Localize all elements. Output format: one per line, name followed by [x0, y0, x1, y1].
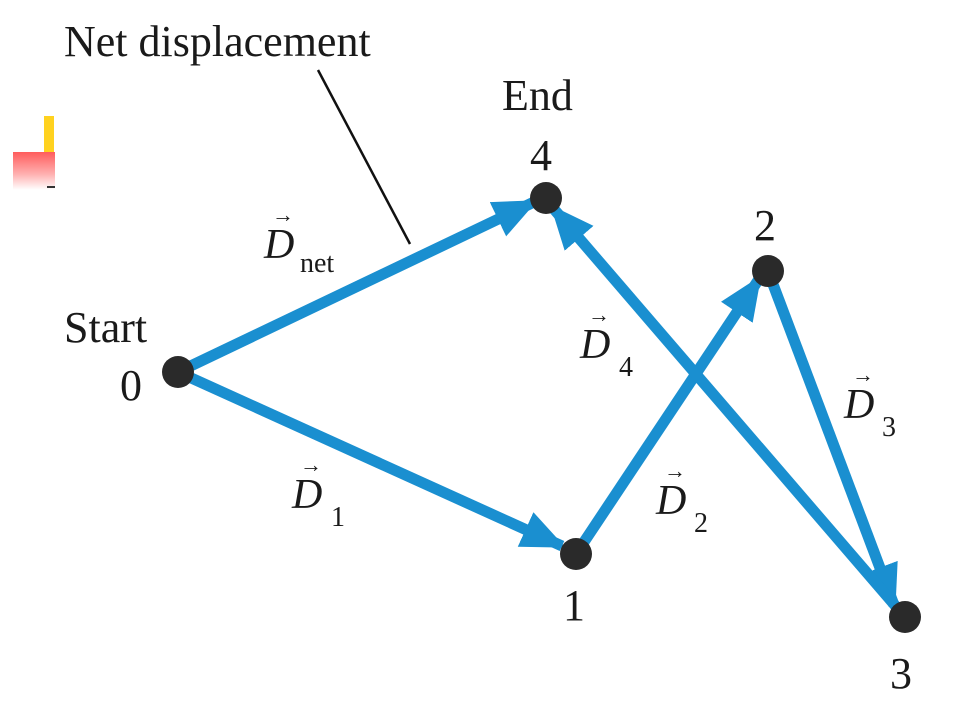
point-4 [530, 182, 562, 214]
d2-arrow-glyph: → [664, 458, 686, 483]
d4-symbol: D [579, 322, 610, 368]
point-1-number: 1 [563, 581, 585, 630]
point-3-number: 3 [890, 649, 912, 698]
point-1 [560, 538, 592, 570]
d2-subscript: 2 [694, 508, 708, 539]
slide-marker-red [13, 152, 55, 190]
d3-subscript: 3 [882, 412, 896, 443]
point-0 [162, 356, 194, 388]
point-2-number: 2 [754, 201, 776, 250]
vector-dnet-arrow [175, 197, 538, 377]
d2-symbol: D [655, 478, 686, 524]
vector-d4-arrow [548, 204, 910, 621]
d1-subscript: 1 [331, 502, 345, 533]
point-0-number: 0 [120, 361, 142, 410]
point-4-number: 4 [530, 131, 552, 180]
end-label: End [502, 71, 573, 120]
d3-arrow-glyph: → [852, 362, 874, 387]
d4-subscript: 4 [619, 352, 633, 383]
start-label: Start [64, 303, 147, 352]
net-displacement-title: Net displacement [64, 17, 371, 66]
point-2 [752, 255, 784, 287]
d1-symbol: D [291, 472, 322, 518]
vector-d3-arrow [762, 269, 900, 609]
slide-marker-dash [47, 186, 55, 188]
d3-symbol: D [843, 382, 874, 428]
leader-line [316, 69, 412, 245]
point-3 [889, 601, 921, 633]
dnet-arrow-glyph: → [272, 202, 294, 227]
vector-d2-arrow [571, 275, 764, 558]
slide-marker-yellow [44, 116, 54, 186]
d4-arrow-glyph: → [588, 302, 610, 327]
dnet-symbol: D [263, 222, 294, 268]
dnet-subscript: net [300, 248, 334, 279]
d1-arrow-glyph: → [300, 452, 322, 477]
vector-d1-arrow [175, 366, 566, 552]
